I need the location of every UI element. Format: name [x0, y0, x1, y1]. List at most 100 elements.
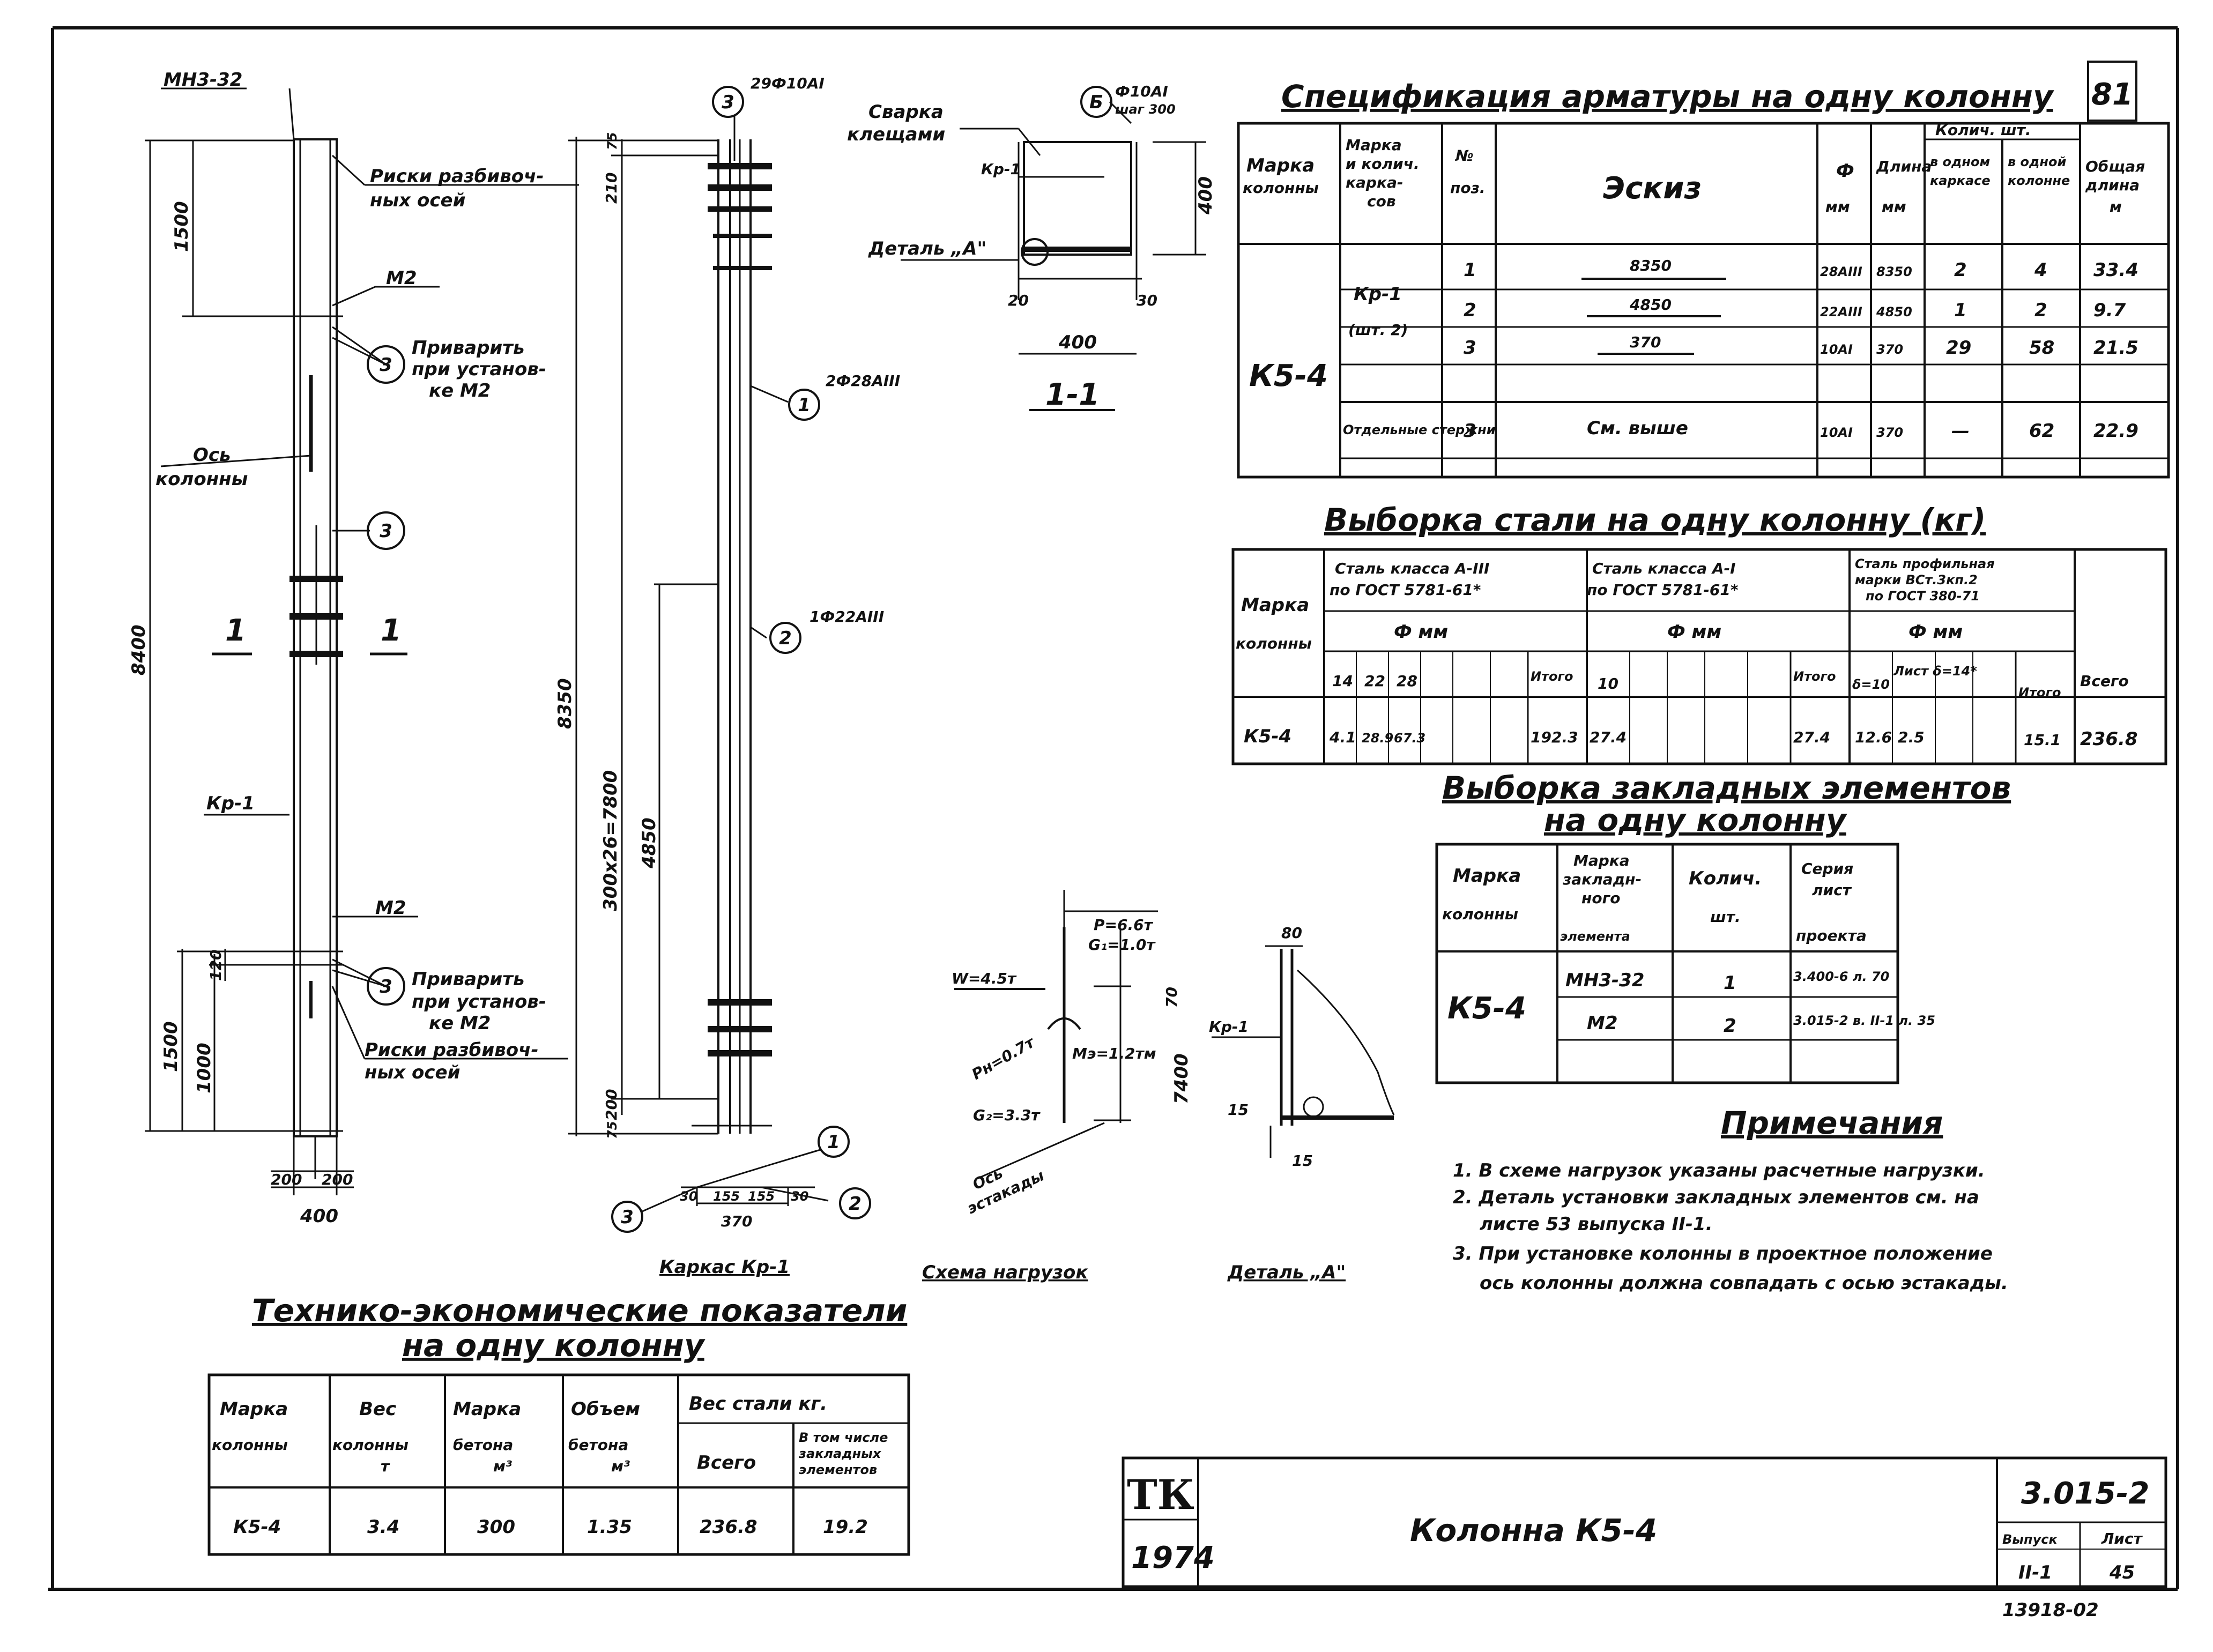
steel-h-g1-b: по ГОСТ 5781-61* [1330, 581, 1481, 599]
spec-r2-q1: 1 [1954, 300, 1967, 321]
load-g1: G₁=1.0т [1088, 936, 1156, 954]
weld-label-bottom-b: при установ- [412, 991, 546, 1013]
cage-caption: Каркас Кр-1 [659, 1256, 790, 1278]
detail-caption: Деталь „А" [1227, 1262, 1346, 1283]
spec-h-d: Ф [1836, 160, 1854, 182]
steel-h-g3-c: по ГОСТ 380-71 [1866, 589, 1980, 604]
note-3b: ось колонны должна совпадать с осью эста… [1480, 1273, 2008, 1294]
detail-dim-15-b: 15 [1292, 1152, 1313, 1170]
circle-3-c: 3 [380, 976, 392, 998]
spec-r4-q2: 62 [2029, 420, 2054, 442]
spec-h-pos-b: поз. [1450, 179, 1486, 197]
cage-dim-75-bottom: 75 [605, 1121, 620, 1139]
steel-row-tot3: 15.1 [2024, 731, 2061, 749]
steel-row-d10: 12.6 [1855, 728, 1892, 746]
spec-r4-len: 370 [1876, 425, 1903, 440]
cage-circle-3: 3 [722, 92, 734, 113]
title-name: Колонна К5-4 [1410, 1512, 1657, 1549]
cage-dim-75-top: 75 [605, 132, 620, 150]
title-series: 3.015-2 [2021, 1476, 2149, 1511]
spec-r2-len: 4850 [1876, 304, 1912, 319]
section-dim-30: 30 [1137, 292, 1157, 309]
steel-row-mark: К5-4 [1244, 726, 1291, 747]
embed-h-ref: Серия [1801, 860, 1853, 877]
spec-h-total-c: м [2110, 198, 2122, 215]
spec-r3-len: 370 [1876, 342, 1903, 357]
embed-title-2: на одну колонну [1544, 802, 1847, 838]
tech-h-grade-c: м³ [493, 1457, 512, 1475]
cage-label-pos1: 2Ф28АIII [826, 372, 900, 390]
risk-label-top: Риски разбивоч- [370, 166, 544, 187]
spec-r4-pos: 3 [1464, 420, 1476, 442]
tech-h-volume-b: бетона [568, 1436, 628, 1454]
tech-h-volume: Объем [571, 1398, 640, 1420]
load-dim-70: 70 [1163, 987, 1180, 1008]
load-dim-7400: 7400 [1171, 1053, 1192, 1104]
spec-r2-total: 9.7 [2093, 300, 2126, 321]
weld-label-top: Приварить [412, 337, 524, 359]
notes-title: Примечания [1721, 1105, 1943, 1141]
spec-r2-pos: 2 [1464, 300, 1476, 321]
spec-h-cage-b: и колич. [1346, 155, 1420, 173]
cage-dim-200: 200 [603, 1089, 620, 1120]
steel-sub-d10: δ=10 [1852, 677, 1890, 692]
tech-row-grade: 300 [477, 1516, 515, 1538]
steel-row-tot1: 192.3 [1531, 728, 1578, 746]
section-bar-label: Ф10АI [1115, 83, 1168, 100]
spec-r1-total: 33.4 [2093, 259, 2138, 281]
section-bar-step: шаг 300 [1115, 102, 1176, 117]
section-circle-b: Б [1089, 92, 1103, 113]
spec-r1-sketch: 8350 [1630, 257, 1672, 274]
steel-h-g2: Сталь класса А-I [1592, 560, 1736, 577]
dim-400: 400 [300, 1205, 338, 1227]
steel-row-all: 236.8 [2080, 728, 2138, 750]
spec-cage-qty: (шт. 2) [1348, 321, 1408, 339]
spec-r2-sketch: 4850 [1629, 296, 1672, 314]
steel-h-total-3: Итого [2018, 685, 2061, 700]
section-dim-20: 20 [1008, 292, 1029, 309]
steel-sub-14: 14 [1332, 672, 1353, 690]
detail-kp: Кр-1 [1209, 1018, 1249, 1036]
tech-h-grade-b: бетона [453, 1436, 513, 1454]
axis-label-b: колонны [155, 468, 248, 490]
tech-h-volume-c: м³ [611, 1457, 630, 1475]
steel-row-14: 4.1 [1329, 728, 1356, 746]
steel-h-g1: Сталь класса А-III [1335, 560, 1489, 577]
cage-dim-8350: 8350 [554, 678, 576, 729]
embed-h-el-b: закладн- [1562, 870, 1642, 888]
spec-h-total: Общая [2085, 158, 2145, 175]
column-top-embed-label: МН3-32 [164, 69, 242, 91]
m2-top-label: М2 [386, 267, 417, 289]
steel-sub-22: 22 [1364, 672, 1385, 690]
cage-elevation [568, 86, 871, 1233]
spec-loose-bars: Отдельные стержни [1343, 422, 1496, 437]
embed-r1-el: МН3-32 [1565, 970, 1644, 991]
spec-h-q1-b: каркасе [1930, 173, 1991, 188]
spec-h-pos: № [1454, 147, 1474, 165]
spec-column-mark: К5-4 [1249, 359, 1328, 393]
spec-r3-q1: 29 [1946, 337, 1971, 359]
tech-row-weight: 3.4 [367, 1516, 399, 1538]
section-mark-left: 1 [225, 613, 246, 648]
spec-h-cage: Марка [1346, 136, 1402, 154]
steel-h-mark: Марка [1241, 594, 1309, 616]
embed-h-mark-b: колонны [1442, 905, 1518, 923]
axis-label: Ось [193, 444, 231, 466]
tech-h-embed-b: закладных [798, 1446, 882, 1461]
sheet-frame [48, 26, 2179, 1591]
dim-200-right: 200 [322, 1171, 353, 1188]
cage-dim-155-b: 155 [748, 1189, 775, 1204]
spec-h-mark-b: колонны [1243, 179, 1319, 197]
tech-title-2: на одну колонну [402, 1327, 706, 1364]
spec-h-total-b: длина [2085, 176, 2140, 194]
steel-h-total-1: Итого [1531, 669, 1573, 684]
section-caption: 1-1 [1045, 377, 1100, 412]
m2-bottom-label: М2 [375, 897, 406, 919]
cage-dim-4850: 4850 [638, 817, 660, 869]
detail-a [1212, 945, 1395, 1158]
embed-r2-el: М2 [1587, 1013, 1618, 1034]
title-issue-label: Выпуск [2002, 1532, 2058, 1547]
spec-h-q2-b: колонне [2008, 173, 2070, 188]
embed-h-q-b: шт. [1710, 908, 1741, 926]
spec-r4-q1: — [1951, 420, 1970, 442]
